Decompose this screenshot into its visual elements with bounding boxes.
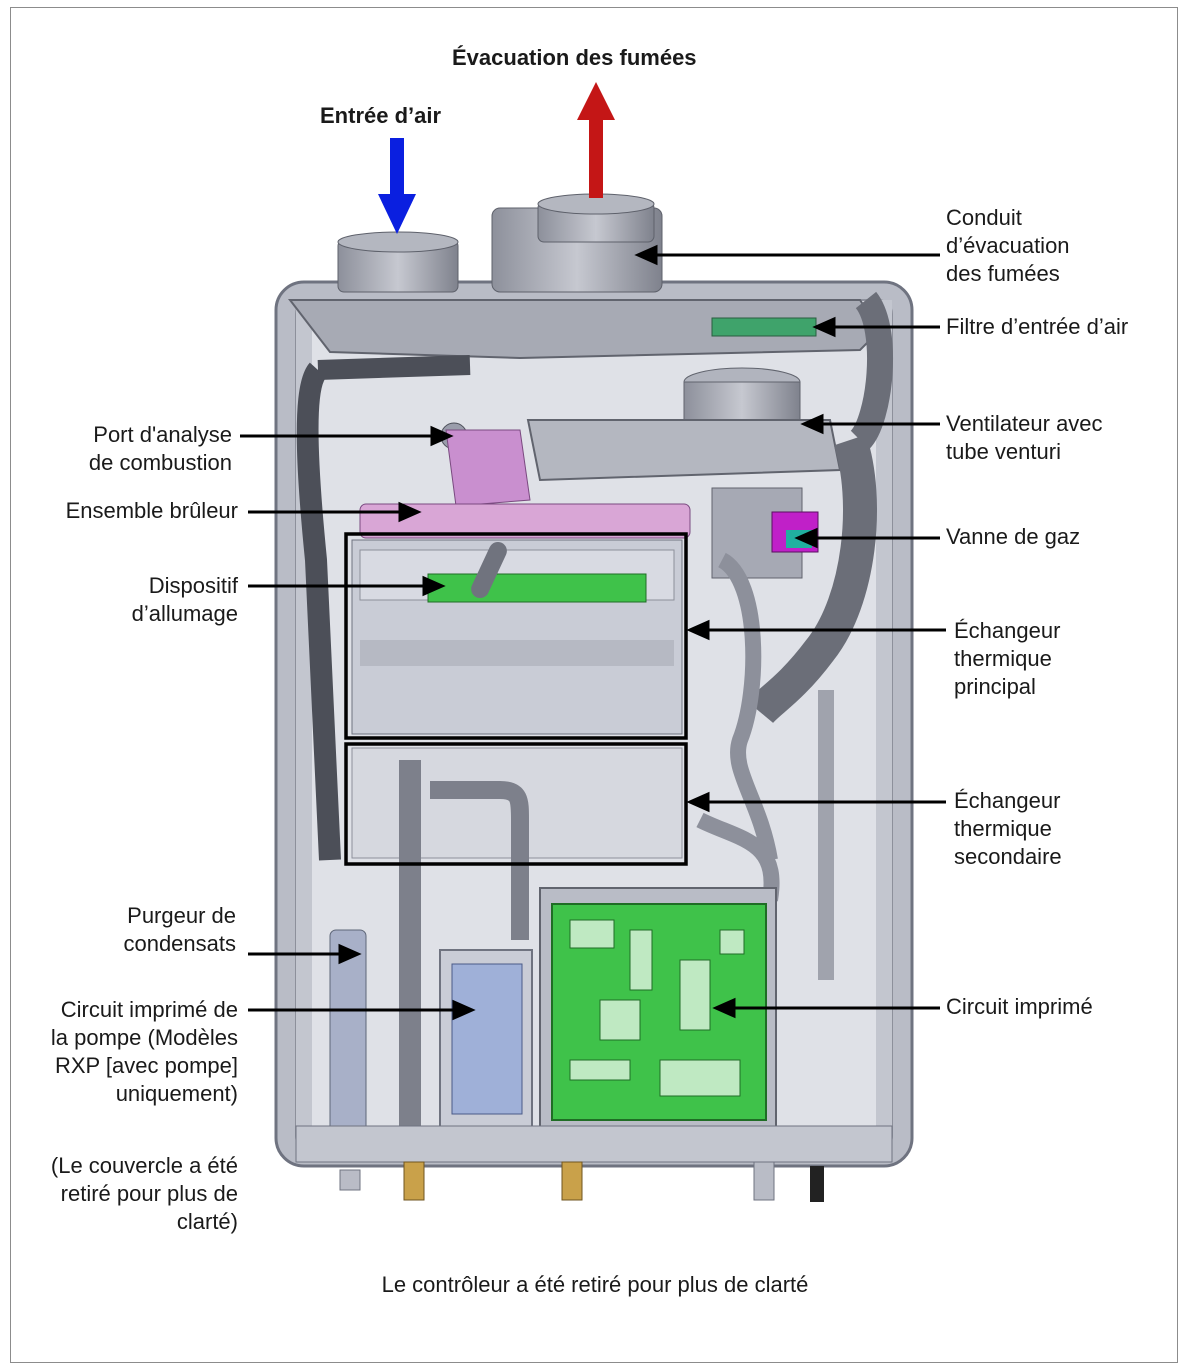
air-intake-title: Entrée d’air [320, 103, 442, 128]
burner-assembly [359, 503, 691, 539]
label-burner: Ensemble brûleur [65, 498, 238, 523]
secondary-hx-box [344, 742, 688, 866]
label-cover-note: (Le couvercle a été retiré pour plus de … [50, 1153, 238, 1234]
label-secondary-hx: Échangeur thermique secondaire [954, 788, 1062, 869]
label-air-filter: Filtre d’entrée d’air [946, 314, 1129, 339]
label-condensate-trap: Purgeur de condensats [123, 903, 236, 956]
exhaust-title: Évacuation des fumées [452, 45, 697, 70]
pump-pcb-board [451, 963, 523, 1115]
leader-arrows [240, 244, 946, 1021]
label-gas-valve: Vanne de gaz [946, 524, 1081, 549]
caption: Le contrôleur a été retiré pour plus de … [381, 1272, 809, 1297]
label-fan-venturi: Ventilateur avec tube venturi [946, 411, 1103, 464]
label-pcb: Circuit imprimé [946, 994, 1093, 1019]
primary-hx-box [344, 532, 688, 740]
label-pump-pcb: Circuit imprimé de la pompe (Modèles RXP… [50, 997, 238, 1106]
label-igniter: Dispositif d’allumage [131, 573, 238, 626]
diagram-frame [10, 7, 1178, 1363]
label-combustion-port: Port d'analyse de combustion [88, 422, 232, 475]
label-exhaust-duct: Conduit d’évacuation des fumées [946, 205, 1070, 286]
label-primary-hx: Échangeur thermique principal [954, 618, 1061, 699]
igniter-board [427, 573, 647, 603]
exhaust-arrow [577, 82, 615, 198]
air-filter-element [711, 317, 817, 337]
air-intake-arrow [378, 138, 416, 234]
